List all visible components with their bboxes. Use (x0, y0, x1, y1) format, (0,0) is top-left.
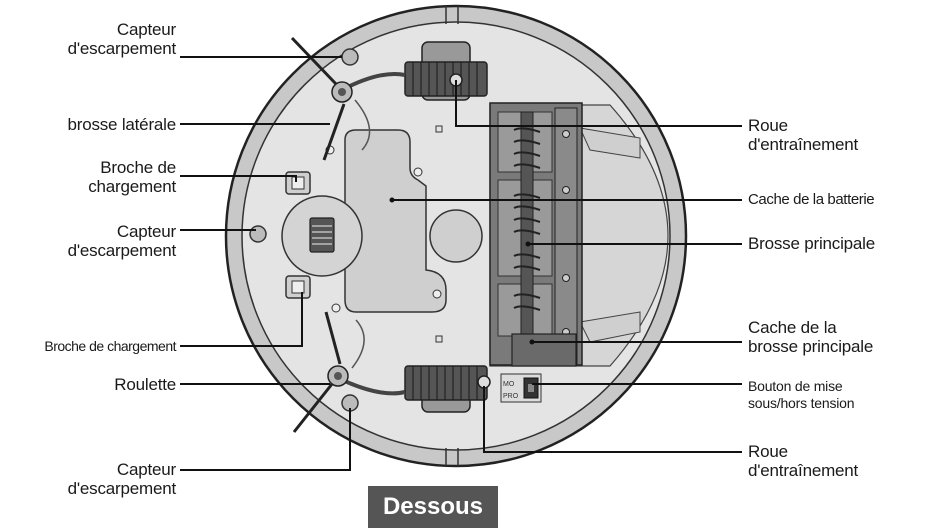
label-caster: Roulette (114, 375, 176, 394)
label-main-brush: Brosse principale (748, 234, 875, 253)
side-brush-top (290, 36, 406, 161)
label-charging-pin-bottom: Broche de chargement (44, 338, 176, 354)
leader-dots (389, 197, 535, 345)
drive-wheel-top (404, 41, 488, 101)
main-brush-cover-latch (511, 333, 577, 367)
label-drive-wheel-bottom: Roue d'entraînement (748, 442, 859, 480)
label-battery-cover: Cache de la batterie (748, 191, 875, 208)
label-cliff-sensor-top: Capteur d'escarpement (67, 20, 177, 58)
label-main-brush-cover: Cache de la brosse principale (748, 318, 874, 356)
leader-lines (180, 56, 742, 471)
power-switch: MO PRO (500, 373, 542, 403)
label-power-button: Bouton de mise sous/hors tension (748, 378, 855, 411)
label-cliff-sensor-bottom: Capteur d'escarpement (67, 460, 177, 498)
drive-wheel-bottom (404, 365, 491, 413)
label-side-brush: brosse latérale (67, 115, 176, 134)
switch-on-text: MO (503, 381, 515, 388)
view-caption: Dessous (368, 486, 498, 528)
battery-cover (344, 129, 447, 313)
main-brush-bristles (513, 127, 541, 311)
label-drive-wheel-top: Roue d'entraînement (748, 116, 859, 154)
label-cliff-sensor-mid: Capteur d'escarpement (67, 222, 177, 260)
main-brush (520, 111, 534, 339)
side-brush-bottom (292, 311, 406, 433)
switch-off-text: PRO (503, 393, 519, 400)
label-charging-pin-top: Broche de chargement (88, 158, 176, 196)
cliff-sensor-mid (249, 225, 267, 243)
cliff-sensor-top (341, 48, 359, 66)
